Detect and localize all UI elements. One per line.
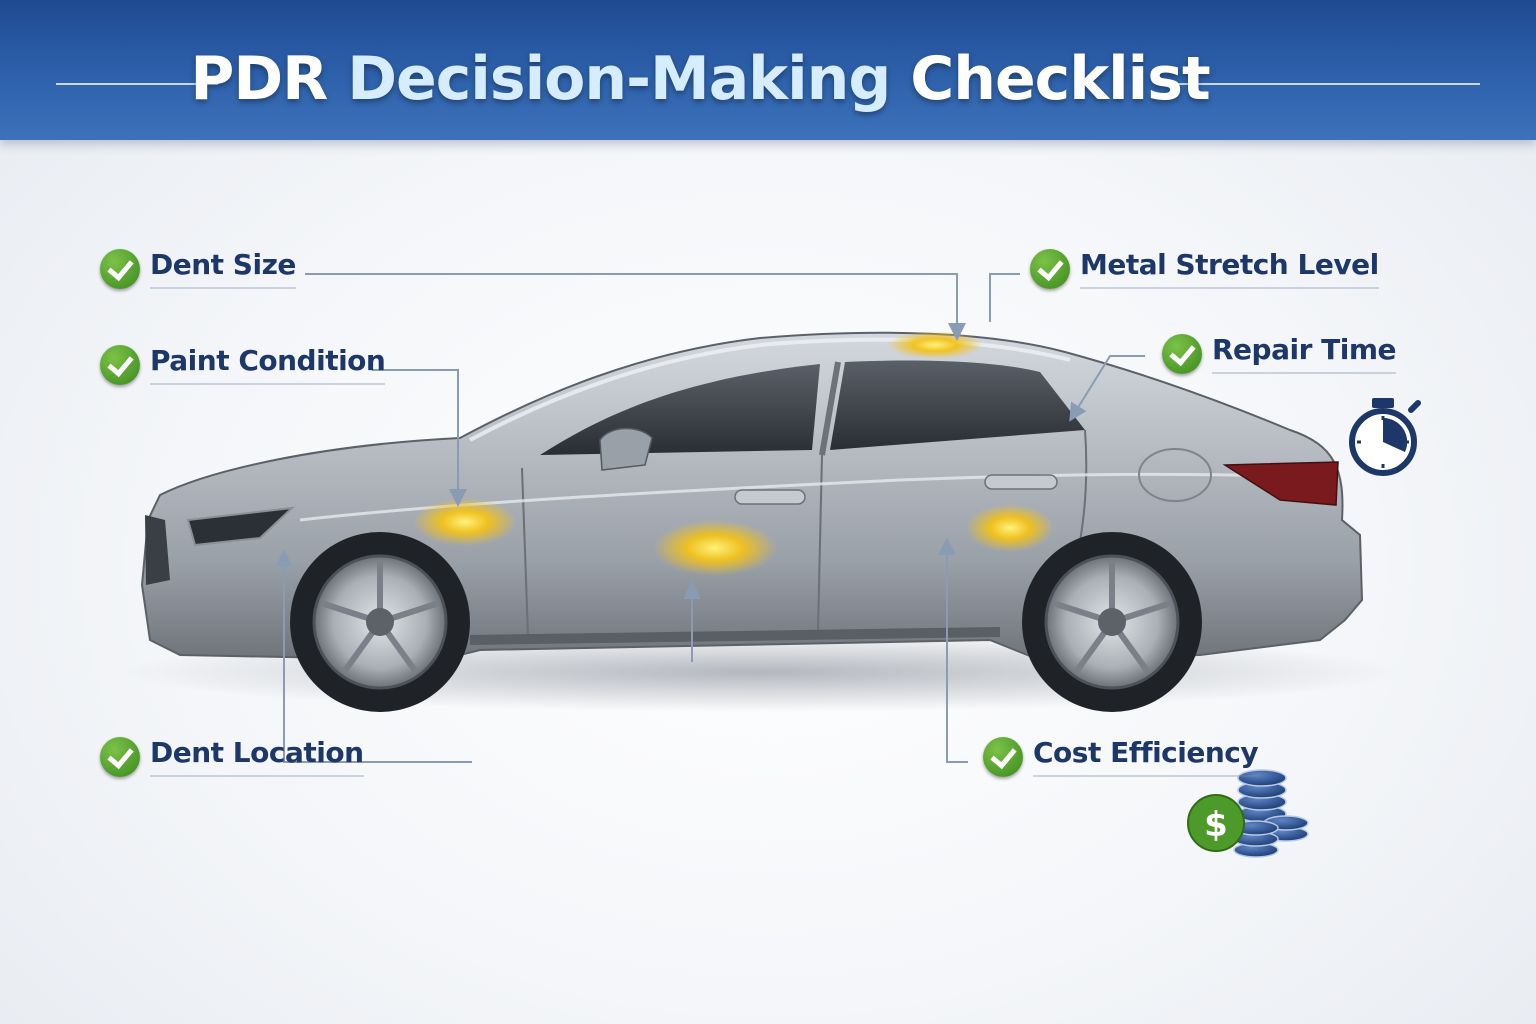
leader-paint-condition bbox=[372, 369, 467, 507]
item-label: Cost Efficiency bbox=[1033, 736, 1259, 777]
check-circle-icon bbox=[983, 736, 1023, 777]
dollar-coins-icon: $ bbox=[1187, 769, 1309, 858]
header-banner: PDR Decision-Making Checklist bbox=[0, 0, 1536, 140]
stopwatch-icon bbox=[1349, 398, 1421, 476]
dent-highlight-fender bbox=[413, 498, 517, 546]
item-dent-location: Dent Location bbox=[100, 736, 364, 777]
dollar-sign: $ bbox=[1204, 805, 1228, 845]
header-rule-left bbox=[56, 83, 218, 85]
check-circle-icon bbox=[100, 248, 140, 289]
title-part-2: Decision-Making bbox=[347, 44, 891, 114]
item-repair-time: Repair Time bbox=[1162, 333, 1397, 374]
item-label: Paint Condition bbox=[150, 344, 386, 385]
item-cost-efficiency: Cost Efficiency bbox=[983, 736, 1259, 777]
title-part-3: Checklist bbox=[910, 44, 1210, 114]
item-label: Dent Location bbox=[150, 736, 364, 777]
leader-repair-time bbox=[1069, 355, 1145, 422]
title-part-1: PDR bbox=[190, 44, 328, 114]
page-title: PDR Decision-Making Checklist bbox=[0, 44, 1400, 114]
leader-dent-size bbox=[305, 273, 966, 341]
dent-highlight-roof bbox=[887, 331, 983, 359]
item-label: Repair Time bbox=[1212, 333, 1397, 374]
item-metal-stretch-level: Metal Stretch Level bbox=[1030, 248, 1379, 289]
item-dent-size: Dent Size bbox=[100, 248, 296, 289]
check-circle-icon bbox=[100, 344, 140, 385]
leader-metal-stretch bbox=[989, 273, 1020, 322]
front-wheel bbox=[290, 532, 470, 712]
dent-highlight-front-door bbox=[653, 520, 777, 576]
rear-wheel bbox=[1022, 532, 1202, 712]
item-label: Dent Size bbox=[150, 248, 296, 289]
leader-cost-efficiency bbox=[938, 537, 968, 763]
item-paint-condition: Paint Condition bbox=[100, 344, 386, 385]
leader-dent-location bbox=[275, 549, 472, 763]
check-circle-icon bbox=[100, 736, 140, 777]
item-label: Metal Stretch Level bbox=[1080, 248, 1379, 289]
dent-highlight-rear-door bbox=[966, 504, 1054, 552]
check-circle-icon bbox=[1162, 333, 1202, 374]
check-circle-icon bbox=[1030, 248, 1070, 289]
header-rule-right bbox=[1168, 83, 1480, 85]
